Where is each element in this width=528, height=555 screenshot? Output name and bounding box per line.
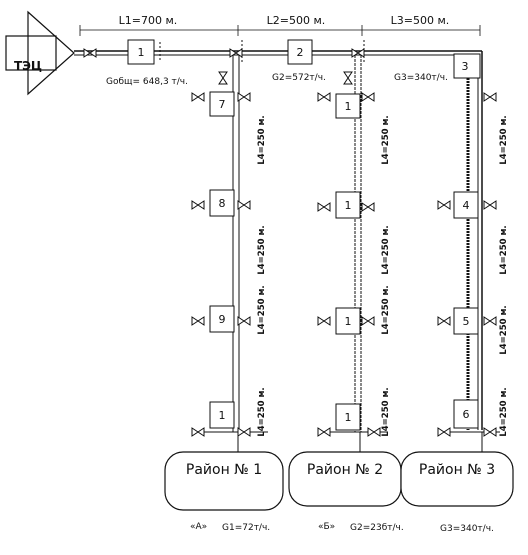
branch-1-side-valve-3: [191, 316, 205, 326]
branch-1-node-4-number: 1: [219, 409, 226, 422]
district-2-box: [288, 451, 402, 507]
branch-1-node-3-number: 9: [219, 313, 226, 326]
district-1-box: [164, 451, 284, 511]
main-valve-1: [83, 48, 97, 58]
district-1-marker: «А»: [190, 522, 207, 532]
branch-3-node-2: [453, 307, 479, 335]
branch-1-node-3: [209, 305, 235, 333]
branch-2-length-2: L4=250 м.: [381, 225, 391, 274]
branch-1-length-1: L4=250 м.: [257, 115, 267, 164]
district-2-flow: G2=23бт/ч.: [350, 523, 404, 533]
branch-2-side-valve-8: [367, 427, 381, 437]
main-node-1: 1: [127, 39, 155, 65]
district-2-name: Район № 2: [307, 462, 383, 478]
main-node-2-number: 2: [297, 46, 304, 59]
segment-label-l2: L2=500 м.: [267, 14, 326, 27]
district-1-name: Район № 1: [186, 462, 262, 478]
branch-1-length-2: L4=250 м.: [257, 225, 267, 274]
branch-3-side-valve-3: [437, 427, 451, 437]
branch-3-length-3: L4=250 м.: [499, 305, 509, 354]
branch-1: [200, 55, 268, 452]
district-3-flow: G3=340т/ч.: [440, 524, 494, 534]
branch-2-node-3: [335, 307, 361, 335]
branch-1-side-valve-7: [237, 316, 251, 326]
branch-2-side-valve-6: [361, 202, 375, 212]
branch-2-side-valve-7: [361, 316, 375, 326]
branch-2-node-2-number: 1: [345, 199, 352, 212]
branch-3-side-valve-7: [483, 427, 497, 437]
branch-2-node-1: [335, 93, 361, 119]
source-label: ТЭЦ: [14, 59, 42, 73]
branch-1-length-4: L4=250 м.: [257, 387, 267, 436]
branch-2-side-valve-3: [317, 316, 331, 326]
branch-1-side-valve-1: [191, 92, 205, 102]
branch-1-side-valve-4: [191, 427, 205, 437]
main-node-2: 2: [287, 39, 313, 65]
branch-1-side-valve-8: [237, 427, 251, 437]
branch-2-length-3: L4=250 м.: [381, 285, 391, 334]
branch-1-side-valve-6: [237, 200, 251, 210]
segment-label-l1: L1=700 м.: [119, 14, 178, 27]
branch-1-node-2-number: 8: [219, 197, 226, 210]
branch-3-node-1-number: 4: [463, 199, 470, 212]
main-node-3-number: 3: [462, 60, 469, 73]
branch-1-node-2: [209, 189, 235, 217]
district-1-flow: G1=72т/ч.: [222, 523, 270, 533]
branch-3-side-valve-5: [483, 200, 497, 210]
branch-3-node-1: [453, 191, 479, 219]
main-node-1-flow: Gобщ= 648,3 т/ч.: [106, 77, 188, 87]
branch-1-side-valve-2: [191, 200, 205, 210]
branch-2-side-valve-1: [317, 92, 331, 102]
branch-2-length-1: L4=250 м.: [381, 115, 391, 164]
main-valve-3: [351, 48, 365, 58]
main-node-1-number: 1: [138, 46, 145, 59]
branch-2-length-4: L4=250 м.: [381, 387, 391, 436]
branch-2-valve-top: [343, 71, 353, 85]
main-node-3-flow: G3=340т/ч.: [394, 73, 448, 83]
district-3-box: [400, 451, 514, 507]
branch-2-side-valve-4: [317, 427, 331, 437]
branch-1-length-3: L4=250 м.: [257, 285, 267, 334]
branch-2-node-3-number: 1: [345, 315, 352, 328]
branch-3-node-3-number: 6: [463, 408, 470, 421]
branch-3-node-3: [453, 399, 479, 429]
branch-3-side-valve-6: [483, 316, 497, 326]
branch-2-side-valve-5: [361, 92, 375, 102]
branch-2-node-4: [335, 403, 361, 431]
branch-2-side-valve-2: [317, 202, 331, 212]
branch-2-node-1-number: 1: [345, 100, 352, 113]
branch-3-length-4: L4=250 м.: [499, 387, 509, 436]
branch-3-side-valve-2: [437, 316, 451, 326]
branch-1-node-1-number: 7: [219, 98, 226, 111]
main-node-3: 3: [453, 53, 481, 79]
district-2-marker: «Б»: [318, 522, 335, 532]
branch-1-node-1: [209, 91, 235, 117]
branch-2-node-2: [335, 191, 361, 219]
branch-2-node-4-number: 1: [345, 411, 352, 424]
branch-3-length-1: L4=250 м.: [499, 115, 509, 164]
district-3-name: Район № 3: [419, 462, 495, 478]
source-chp: ТЭЦ: [5, 10, 75, 96]
branch-3-side-valve-4: [483, 92, 497, 102]
branch-3-length-2: L4=250 м.: [499, 225, 509, 274]
branch-3-side-valve-1: [437, 200, 451, 210]
segment-label-l3: L3=500 м.: [391, 14, 450, 27]
main-valve-2: [229, 48, 243, 58]
branch-1-valve-top: [218, 71, 228, 85]
branch-3-node-2-number: 5: [463, 315, 470, 328]
branch-1-node-4: [209, 401, 235, 429]
main-node-2-flow: G2=572т/ч.: [272, 73, 326, 83]
branch-1-side-valve-5: [237, 92, 251, 102]
